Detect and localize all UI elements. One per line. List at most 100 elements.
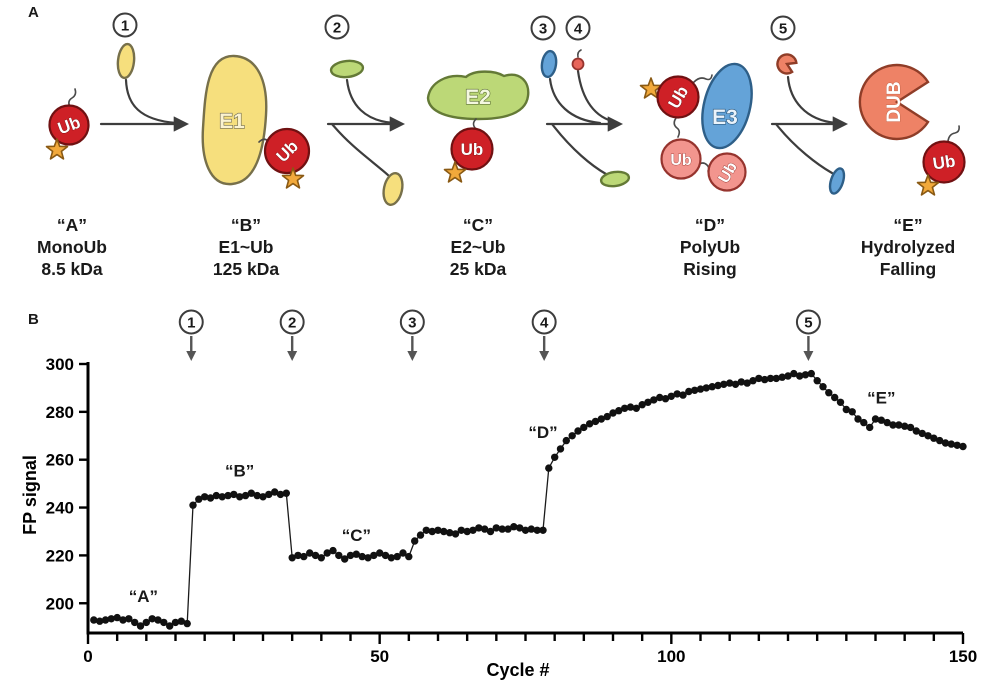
data-point — [160, 618, 168, 627]
phase-label: “B” — [225, 461, 254, 480]
e1-enzyme: E1 Ub — [201, 54, 311, 189]
stage-a-detail: 8.5 kDa — [41, 259, 103, 279]
step-1-number: 1 — [121, 18, 129, 35]
stage-a-code: “A” — [57, 215, 87, 235]
data-point — [679, 391, 687, 399]
in-curve-step-2 — [345, 78, 396, 125]
data-point — [166, 622, 174, 630]
data-point — [784, 372, 792, 380]
data-point — [545, 464, 553, 472]
data-point — [253, 491, 261, 500]
data-point — [516, 524, 524, 532]
data-point — [539, 526, 547, 534]
data-point — [504, 525, 512, 533]
data-point — [901, 422, 909, 430]
data-point — [813, 377, 821, 385]
data-point — [107, 615, 116, 623]
e1-label: E1 — [219, 110, 245, 133]
stage-d-code: “D” — [695, 215, 725, 235]
in-curve-step-5 — [786, 75, 838, 125]
panel-a-letter: A — [28, 4, 39, 21]
data-point — [370, 551, 378, 560]
data-point — [801, 371, 810, 379]
data-point — [498, 525, 506, 533]
data-point — [766, 374, 775, 383]
data-point — [603, 412, 611, 421]
panel-a-diagram: A 1 2 3 4 5 — [28, 4, 966, 279]
stage-b-name: E1~Ub — [219, 237, 274, 257]
x-tick-label: 0 — [83, 647, 92, 666]
e2-enzyme: E2 Ub — [426, 70, 530, 183]
data-point — [790, 369, 798, 378]
data-point — [889, 421, 897, 429]
event-arrow-5: 5 — [795, 309, 821, 361]
step-badge-2: 2 — [324, 14, 350, 40]
event-arrow-1: 1 — [178, 309, 204, 361]
step-3-number: 3 — [539, 21, 547, 38]
x-tick-label: 150 — [949, 647, 977, 666]
event-badge — [178, 309, 204, 335]
event-number: 5 — [804, 315, 812, 332]
data-point — [212, 491, 220, 500]
data-point — [131, 618, 139, 627]
x-axis-title: Cycle # — [486, 660, 549, 680]
event-arrowhead — [186, 351, 197, 361]
data-point — [626, 403, 635, 411]
ub-label: Ub — [932, 152, 957, 174]
data-point — [871, 415, 880, 423]
event-badge — [399, 309, 425, 335]
data-point — [434, 526, 442, 534]
phase-labels: “A”“B”“C”“D”“E” — [129, 388, 896, 606]
data-point — [236, 493, 244, 501]
data-point — [895, 421, 903, 429]
step-badge-5: 5 — [770, 15, 796, 41]
data-point — [644, 398, 652, 406]
data-point — [726, 379, 734, 387]
data-point — [101, 616, 110, 624]
e2-byproduct-icon — [599, 170, 631, 188]
data-point — [288, 554, 296, 562]
data-point — [317, 554, 325, 562]
data-point — [819, 383, 827, 391]
stage-c-code: “C” — [463, 215, 493, 235]
out-curve-step-5 — [774, 122, 834, 175]
out-curve-step-2 — [330, 122, 391, 178]
dub-small-icon — [776, 53, 798, 75]
phase-label: “C” — [342, 526, 371, 545]
dub-enzyme: DUB Ub — [858, 63, 966, 196]
stage-e-code: “E” — [893, 215, 922, 235]
data-point — [381, 551, 390, 560]
data-point — [953, 441, 961, 449]
data-point — [364, 554, 372, 562]
data-point — [696, 385, 705, 393]
data-point — [481, 525, 489, 533]
data-point — [737, 378, 745, 386]
data-point — [148, 615, 156, 623]
data-point — [591, 417, 600, 426]
data-point — [691, 386, 699, 394]
data-point — [393, 552, 401, 561]
data-point — [171, 618, 180, 627]
data-point — [177, 617, 185, 625]
data-point — [749, 377, 757, 385]
data-point — [218, 493, 226, 501]
data-point — [399, 549, 407, 557]
data-point — [702, 384, 710, 392]
data-point — [195, 495, 203, 503]
data-point — [90, 616, 98, 624]
data-point — [656, 393, 664, 402]
data-point — [661, 395, 670, 403]
y-tick-label: 240 — [46, 499, 74, 518]
x-tick-label: 50 — [370, 647, 389, 666]
data-point — [323, 549, 331, 557]
dub-label: DUB — [884, 81, 905, 122]
data-point — [335, 551, 343, 560]
step-4-number: 4 — [574, 21, 583, 38]
data-point — [142, 618, 150, 627]
stage-captions: “A” MonoUb 8.5 kDa “B” E1~Ub 125 kDa “C”… — [37, 215, 955, 279]
y-tick-label: 200 — [46, 594, 74, 613]
in-curve-step-4 — [576, 69, 618, 124]
event-badge — [795, 309, 821, 335]
